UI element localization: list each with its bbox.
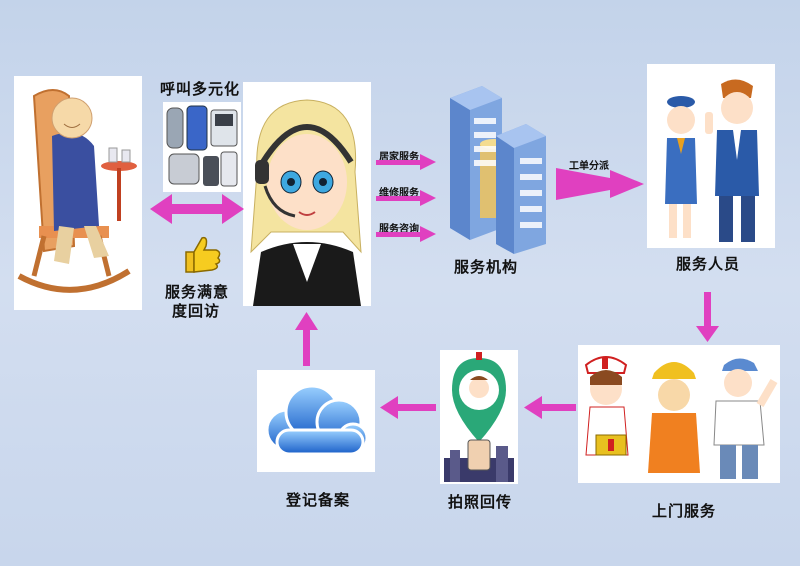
double-arrow bbox=[150, 194, 244, 224]
consult-service-label: 服务咨询 bbox=[379, 224, 419, 235]
consult-service-arrow bbox=[376, 226, 436, 242]
service-staff-panel bbox=[647, 64, 775, 248]
register-to-operator-arrow bbox=[295, 312, 318, 366]
home-service-arrow bbox=[376, 154, 436, 170]
call-devices-illustration bbox=[166, 105, 238, 187]
register-record-label: 登记备案 bbox=[286, 491, 351, 509]
thumbs-up-panel bbox=[178, 230, 224, 276]
thumbs-up-icon bbox=[185, 236, 221, 273]
satisfaction-label-line1: 服务满意 bbox=[165, 283, 230, 301]
repair-service-label: 维修服务 bbox=[379, 188, 419, 199]
photo-upload-panel bbox=[440, 350, 518, 484]
call-center-operator-illustration bbox=[250, 99, 362, 306]
service-staff-illustration bbox=[665, 79, 759, 242]
photo-to-register-arrow bbox=[380, 396, 436, 419]
door-to-photo-arrow bbox=[524, 396, 576, 419]
register-record-panel bbox=[257, 370, 375, 472]
photo-upload-phone-icon bbox=[444, 352, 514, 482]
door-service-workers-illustration bbox=[584, 356, 778, 479]
service-org-panel bbox=[440, 78, 552, 254]
satisfaction-label-line2: 度回访 bbox=[172, 302, 221, 320]
service-org-label: 服务机构 bbox=[454, 258, 519, 276]
work-order-label: 工单分派 bbox=[569, 161, 609, 172]
server-building-icon bbox=[446, 86, 546, 254]
door-service-panel bbox=[578, 345, 780, 483]
call-diverse-label: 呼叫多元化 bbox=[160, 80, 241, 98]
elderly-person-panel bbox=[14, 76, 142, 310]
call-devices-panel bbox=[163, 102, 241, 192]
photo-upload-label: 拍照回传 bbox=[448, 493, 513, 511]
service-staff-label: 服务人员 bbox=[676, 255, 741, 273]
cloud-icon bbox=[265, 384, 369, 456]
call-center-operator-panel bbox=[243, 82, 371, 306]
repair-service-arrow bbox=[376, 190, 436, 206]
staff-to-door-arrow bbox=[696, 292, 719, 342]
work-order-arrow bbox=[556, 168, 644, 200]
home-service-label: 居家服务 bbox=[379, 152, 419, 163]
elderly-person-illustration bbox=[17, 89, 137, 293]
door-service-label: 上门服务 bbox=[652, 502, 717, 520]
